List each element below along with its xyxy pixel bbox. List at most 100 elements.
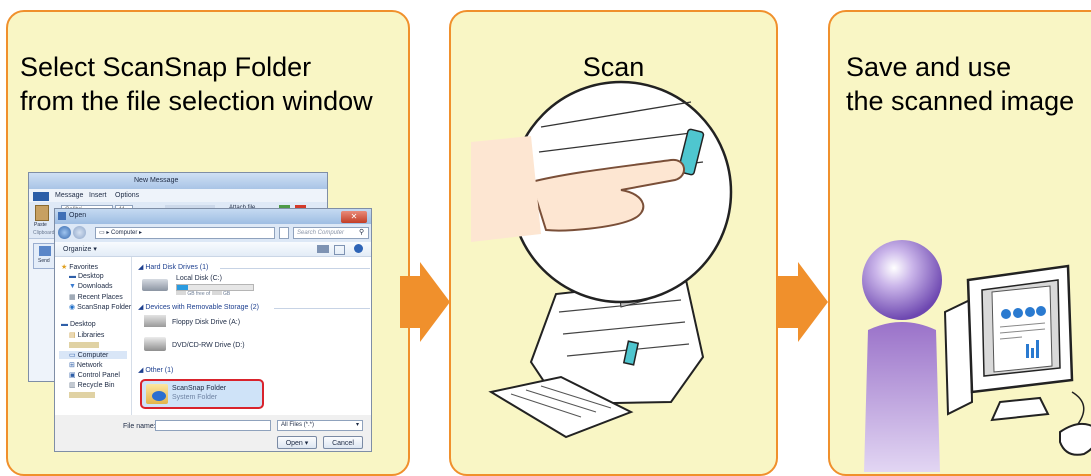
star-icon: ★ [61,264,69,271]
desktop-icon: ▬ [69,273,78,280]
nav-scansnap-folder-label: ScanSnap Folder [77,304,131,311]
group-removable[interactable]: ◢ Devices with Removable Storage (2) [138,303,259,311]
filetype-value: All Files (*.*) [281,422,314,428]
views-icon[interactable] [317,245,329,253]
step-1-title: Select ScanSnap Folder from the file sel… [20,50,373,118]
group-other[interactable]: ◢ Other (1) [138,366,173,374]
floppy-label[interactable]: Floppy Disk Drive (A:) [172,319,240,326]
recycle-bin-icon: ▥ [69,382,78,389]
group-other-label: Other (1) [145,367,173,374]
office-menu-button[interactable] [33,192,49,201]
nav-recent-places[interactable]: ▦ Recent Places [69,293,123,301]
arm-icon [471,136,541,242]
local-disk-free-text: GB free of [187,291,210,297]
nav-desktop-fav[interactable]: ▬ Desktop [69,273,104,280]
nav-desktop-label: Desktop [70,321,96,328]
refresh-icon[interactable] [279,227,289,239]
nav-computer[interactable]: ▭ Computer [59,351,127,359]
local-disk-label[interactable]: Local Disk (C:) [176,275,222,282]
breadcrumb[interactable]: ▭ ▸ Computer ▸ [95,227,275,239]
chevron-down-icon: ▾ [356,421,359,430]
recent-places-icon: ▦ [69,294,78,301]
nav-network-label: Network [77,362,103,369]
nav-desktop[interactable]: ▬ Desktop [61,321,96,328]
address-bar-row: ▭ ▸ Computer ▸ Search Computer ⚲ [55,224,371,242]
send-label: Send [38,258,50,264]
computer-icon: ▭ [69,352,78,359]
open-dialog-icon [58,212,66,220]
open-dialog: Open ✕ ▭ ▸ Computer ▸ Search Computer ⚲ … [54,208,372,452]
local-disk-usage-bar [176,284,254,291]
nav-recent-places-label: Recent Places [78,294,123,301]
filetype-select[interactable]: All Files (*.*) ▾ [277,420,363,431]
downloads-icon: ▼ [69,283,78,290]
close-button[interactable]: ✕ [341,211,367,223]
navigation-pane: ★ Favorites ▬ Desktop ▼ Downloads ▦ Rece… [55,257,132,415]
preview-pane-icon[interactable] [334,245,345,255]
mail-window-title: New Message [134,177,178,184]
nav-recycle-bin[interactable]: ▥ Recycle Bin [69,381,115,389]
doc-chart-dot [1036,306,1046,316]
back-icon[interactable] [58,226,71,239]
arrow-shape [400,262,450,342]
nav-favorites[interactable]: ★ Favorites [61,263,98,271]
nav-scansnap-folder[interactable]: ◉ ScanSnap Folder [69,303,131,311]
organize-button[interactable]: Organize ▾ [63,245,97,253]
person-body [864,322,940,472]
step-select-folder-panel: Select ScanSnap Folder from the file sel… [6,10,410,476]
filename-label: File name: [123,423,156,430]
paste-icon[interactable] [35,205,49,221]
step-save-panel: Save and use the scanned image [828,10,1091,476]
nav-control-panel-label: Control Panel [78,372,120,379]
mail-tab-message[interactable]: Message [55,192,83,199]
close-icon: ✕ [351,212,358,221]
scanner-illustration [471,72,761,462]
user-computer-illustration [840,192,1091,472]
nav-libraries[interactable]: ▤ Libraries [69,331,104,339]
search-input[interactable]: Search Computer [293,227,369,239]
search-icon: ⚲ [359,228,364,236]
open-dialog-title: Open [69,212,86,219]
group-hard-disk[interactable]: ◢ Hard Disk Drives (1) [138,263,208,271]
organize-label: Organize [63,246,91,253]
mouse-icon [1060,424,1091,455]
chevron-down-icon: ▾ [303,440,308,447]
mail-tab-insert[interactable]: Insert [89,192,107,199]
scansnap-logo-icon [152,391,166,401]
send-icon [39,246,51,256]
doc-chart-dot [1001,309,1011,319]
nav-libraries-label: Libraries [78,332,105,339]
floppy-icon [144,315,166,327]
scansnap-folder-item[interactable]: ScanSnap Folder System Folder [140,379,264,409]
monitor-stand [992,398,1048,420]
scansnap-folder-icon [146,384,168,404]
nav-computer-label: Computer [78,352,109,359]
nav-desktop-fav-label: Desktop [78,273,104,280]
open-button[interactable]: Open ▾ [277,436,317,449]
content-pane: ◢ Hard Disk Drives (1) Local Disk (C:) G… [132,257,371,415]
nav-network[interactable]: ⊞ Network [69,361,103,369]
arrow-right-icon [400,262,452,342]
nav-recycle-bin-label: Recycle Bin [78,382,115,389]
group-hard-disk-label: Hard Disk Drives (1) [145,264,208,271]
mail-tab-options[interactable]: Options [115,192,139,199]
forward-icon[interactable] [73,226,86,239]
local-disk-icon [142,279,168,291]
nav-downloads[interactable]: ▼ Downloads [69,283,113,290]
command-bar: Organize ▾ [55,242,371,257]
cancel-button[interactable]: Cancel [323,436,363,449]
help-icon[interactable] [354,244,363,253]
pc-tower [945,300,972,414]
nav-user-item[interactable] [69,342,99,348]
nav-user-folder[interactable] [69,392,95,398]
doc-chart-dot [1013,308,1023,318]
group-removable-label: Devices with Removable Storage (2) [145,304,259,311]
paste-label: Paste [34,222,47,228]
dvd-drive-label[interactable]: DVD/CD-RW Drive (D:) [172,342,245,349]
filename-input[interactable] [155,420,271,431]
desktop-icon: ▬ [61,321,70,328]
local-disk-total-text: GB [223,291,230,297]
mouse-cable [1072,392,1084,424]
clipboard-group-label: Clipboard [33,230,54,236]
nav-control-panel[interactable]: ▣ Control Panel [69,371,120,379]
